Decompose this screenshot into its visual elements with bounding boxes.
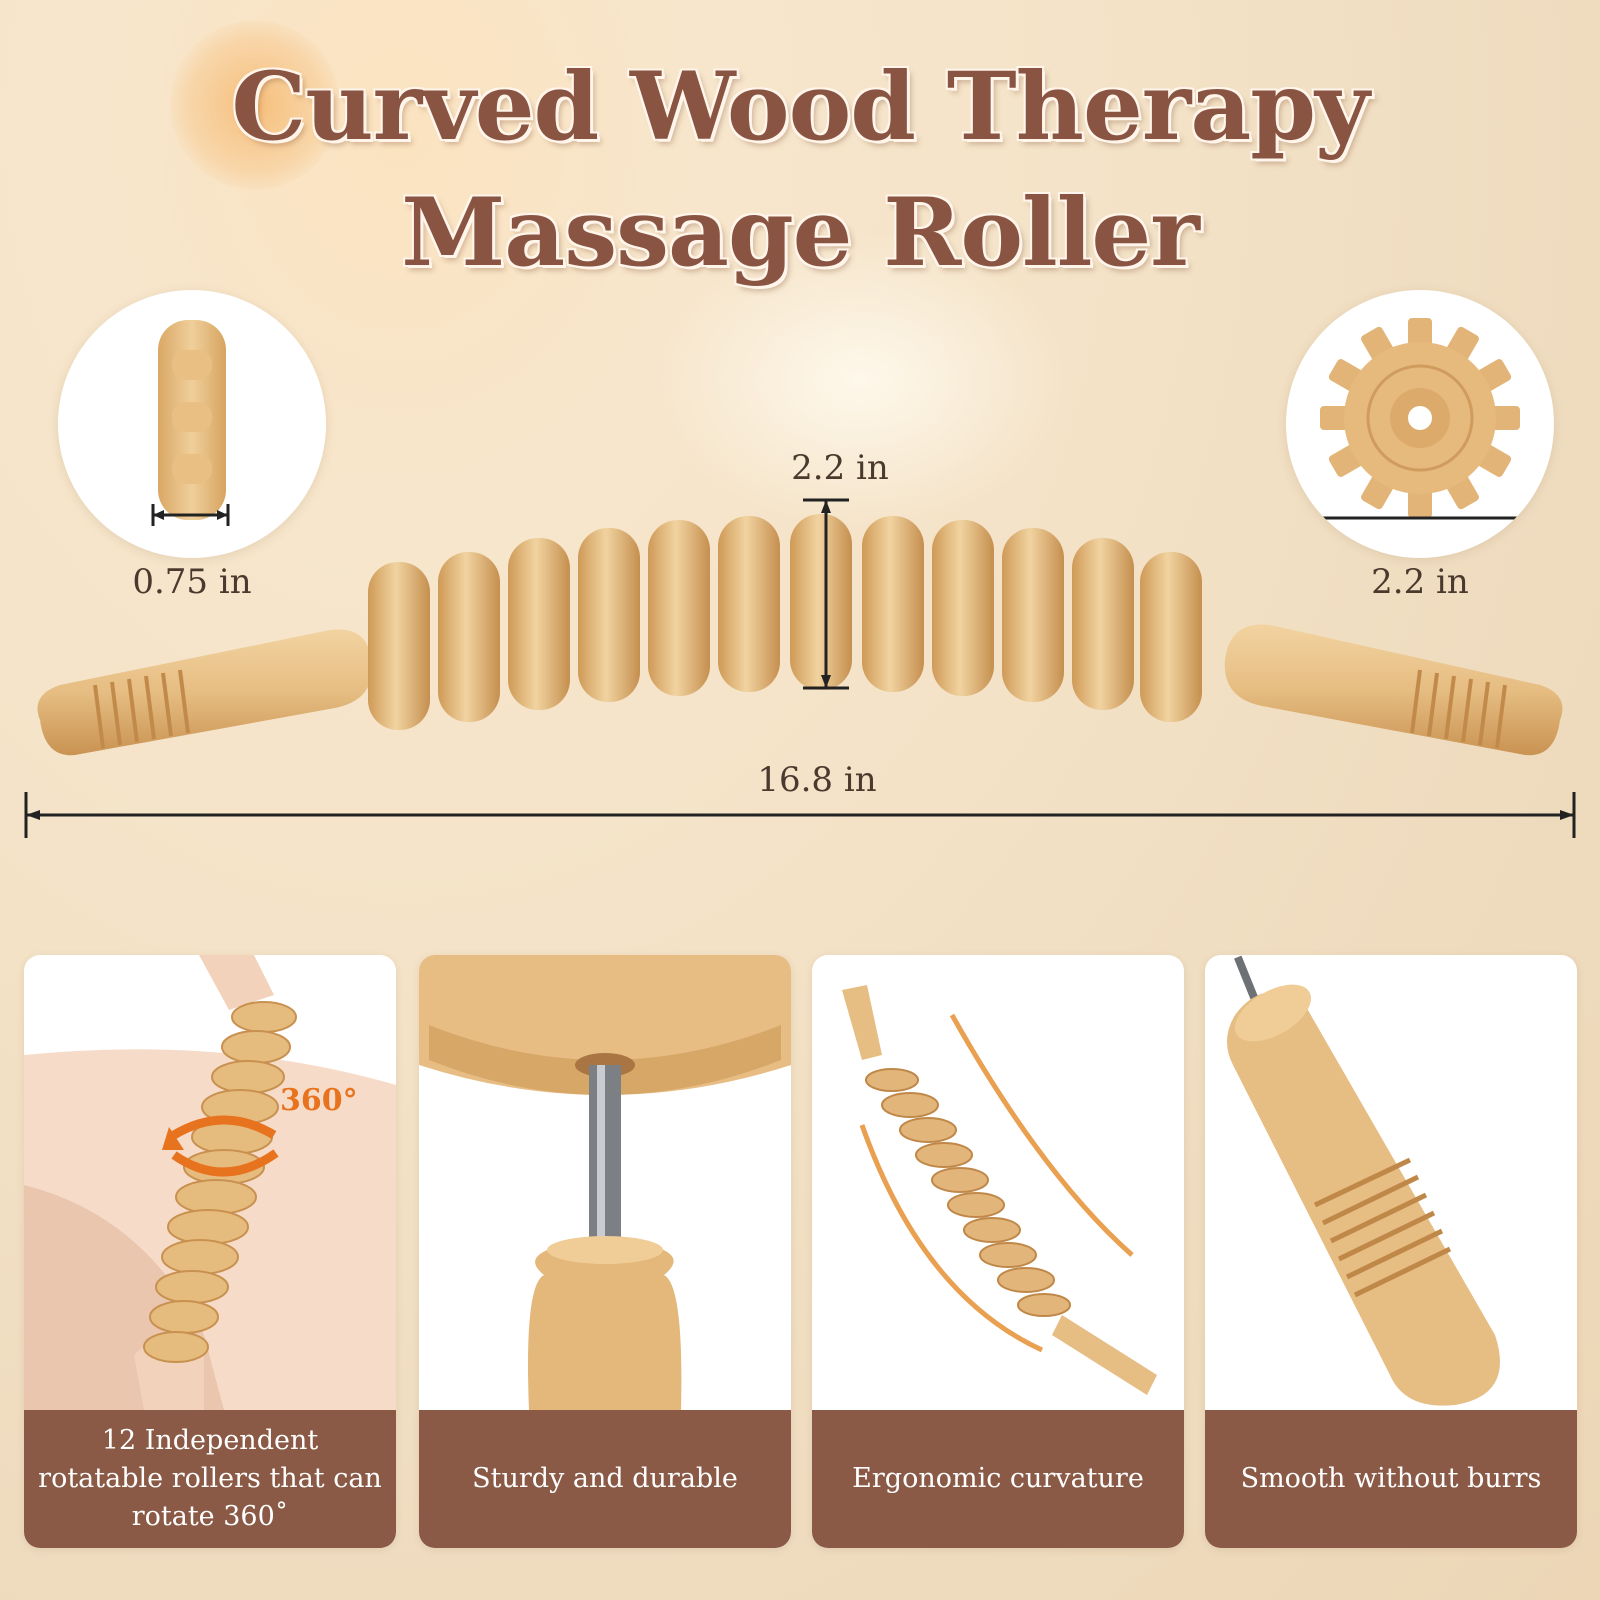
rotation-label: 360° — [280, 1083, 358, 1118]
dimension-roller-width: 0.75 in — [132, 562, 252, 602]
massage-roller-illustration — [24, 498, 1576, 838]
feature-panel-smooth: Smooth without burrs — [1205, 955, 1577, 1548]
feature-panel-rollers: 360° 12 Independent rotatable rollers th… — [24, 955, 396, 1548]
feature-panel-curvature: Ergonomic curvature — [812, 955, 1184, 1548]
roller-front-view — [1286, 290, 1554, 558]
feature-photo-curved-roller — [812, 955, 1184, 1410]
feature-panel-sturdy: Sturdy and durable — [419, 955, 791, 1548]
feature-caption: Sturdy and durable — [419, 1410, 791, 1548]
dimension-roller-diameter-side: 2.2 in — [1371, 562, 1469, 602]
feature-caption: 12 Independent rotatable rollers that ca… — [24, 1410, 396, 1548]
feature-caption: Smooth without burrs — [1205, 1410, 1577, 1548]
dimension-total-length: 16.8 in — [757, 760, 877, 800]
feature-photo-thigh: 360° — [24, 955, 396, 1410]
feature-photo-metal-rod — [419, 955, 791, 1410]
page-title-line2: Massage Roller — [401, 178, 1200, 288]
feature-caption: Ergonomic curvature — [812, 1410, 1184, 1548]
roller-side-view — [58, 290, 326, 558]
feature-photo-handle — [1205, 955, 1577, 1410]
dimension-roller-diameter-top: 2.2 in — [791, 448, 889, 488]
page-title-line1: Curved Wood Therapy — [231, 52, 1369, 162]
